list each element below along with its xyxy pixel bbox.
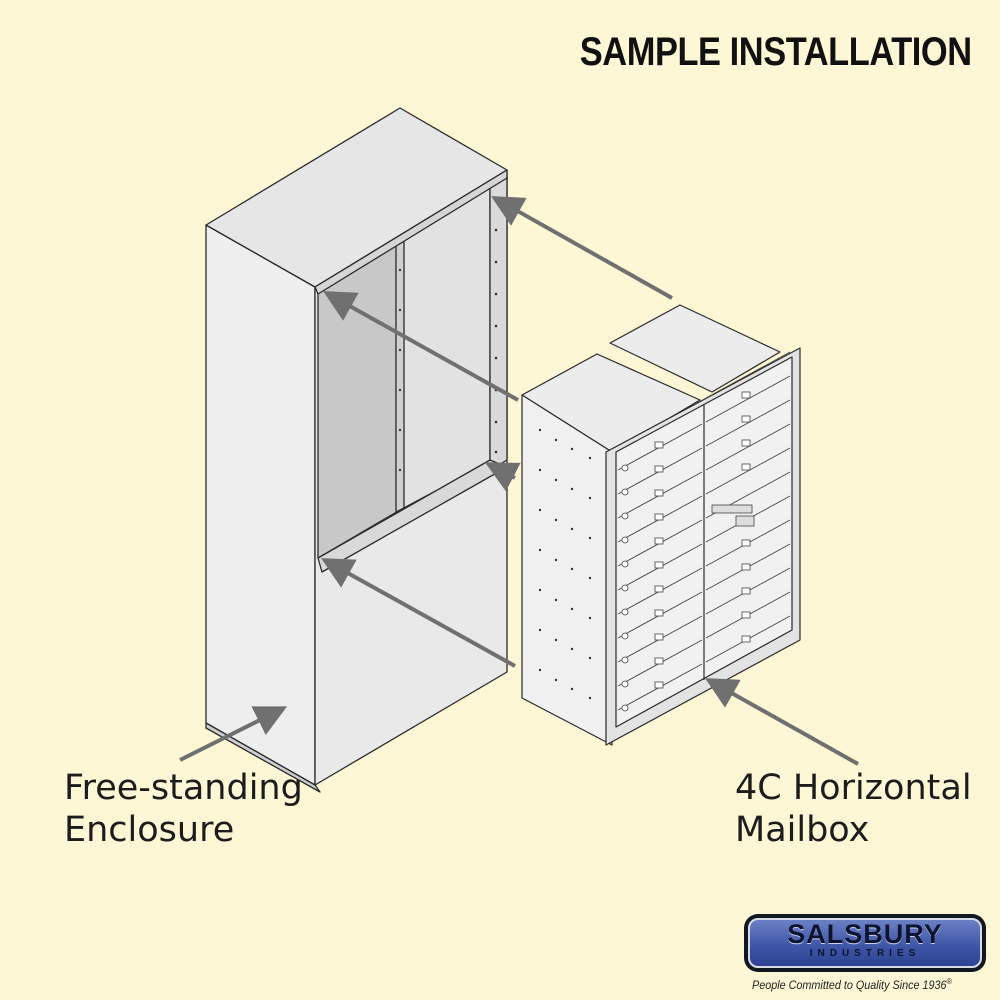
arrow-icon: [179, 196, 859, 766]
logo-badge: SALSBURY INDUSTRIES: [748, 918, 982, 968]
enclosure-drawing: [205, 107, 508, 793]
mailbox-label-line2: Mailbox: [735, 810, 870, 850]
logo-tagline: People Committed to Quality Since 1936®: [752, 977, 952, 992]
mailbox-locks-right: [711, 391, 755, 643]
enclosure-label: Free-standing Enclosure: [64, 767, 303, 851]
logo-subtitle: INDUSTRIES: [809, 948, 921, 959]
logo-name: SALSBURY: [787, 919, 943, 949]
mailbox-label: 4C Horizontal Mailbox: [735, 767, 972, 851]
mailbox-side-holes: [538, 428, 592, 700]
mailbox-locks-left: [621, 441, 664, 712]
tagline-text: People Committed to Quality Since 1936: [752, 978, 947, 992]
registered-mark: ®: [946, 977, 952, 986]
enclosure-label-line1: Free-standing: [64, 768, 303, 808]
mailbox-drawing: [521, 304, 801, 746]
page-title: SAMPLE INSTALLATION: [580, 30, 972, 74]
salsbury-logo: SALSBURY INDUSTRIES: [744, 914, 986, 972]
mailbox-label-line1: 4C Horizontal: [735, 768, 972, 808]
enclosure-label-line2: Enclosure: [64, 810, 235, 850]
